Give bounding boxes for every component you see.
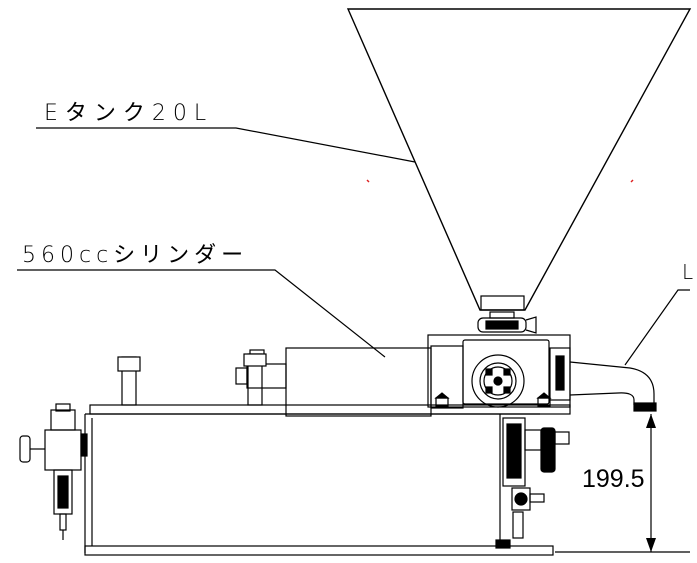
base-top-plate (89, 353, 571, 415)
tank-clamp (477, 311, 537, 334)
nozzle-label: L (682, 260, 694, 284)
height-dimension-label: 199.5 (582, 465, 645, 493)
height-dimension (555, 414, 690, 553)
cylinder-label: 560ccシリンダー (22, 243, 249, 268)
tank-label: Eタンク20L (44, 101, 214, 126)
pump-housing (427, 334, 571, 408)
nozzle-leader-line (624, 289, 690, 366)
leader-lines (17, 127, 690, 366)
base-frame (84, 413, 554, 556)
side-valve-assembly (502, 417, 570, 539)
air-regulator (19, 403, 88, 540)
tank-funnel (346, 8, 692, 311)
cylinder-leader-line (17, 269, 386, 358)
nozzle-outlet (569, 361, 657, 412)
tank-leader-line (36, 127, 416, 163)
